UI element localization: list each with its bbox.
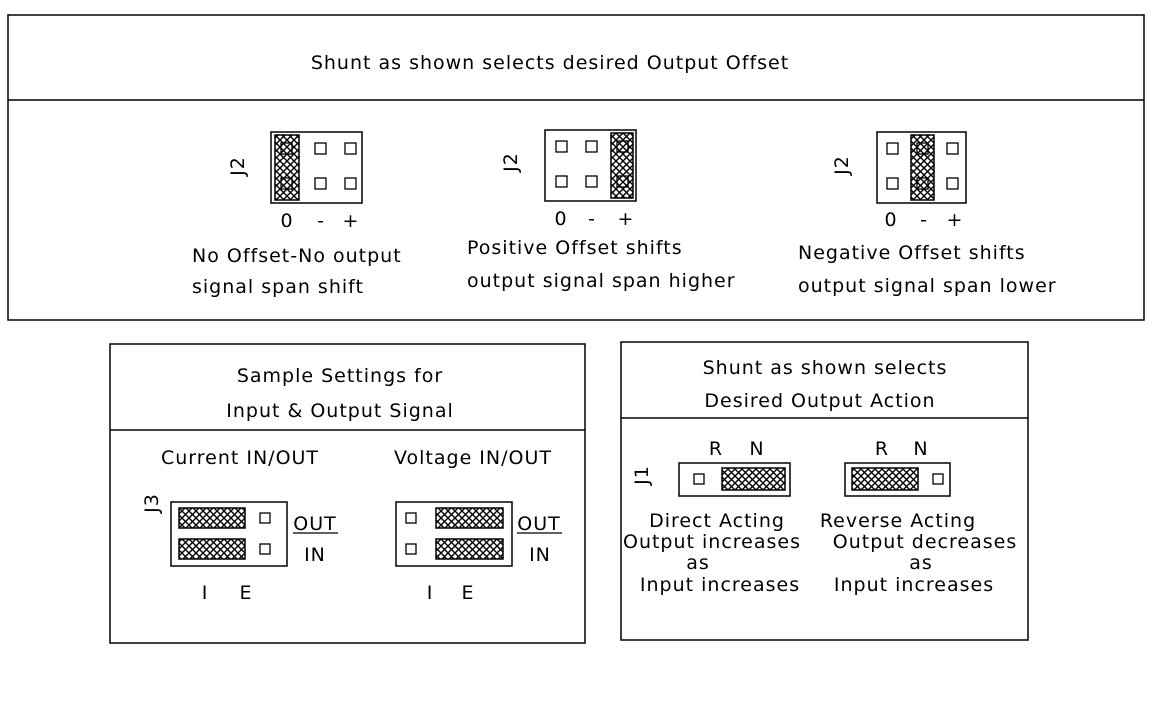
current-label: Current IN/OUT xyxy=(161,447,319,469)
j2-positive-offset: J2 0 - + Positive Offset shifts output s… xyxy=(467,129,736,292)
j1-direct: J1 R N Direct Acting Output increases as… xyxy=(623,438,801,596)
pin xyxy=(314,142,327,155)
out-label: OUT xyxy=(293,513,336,535)
pin xyxy=(555,140,568,153)
caption-line1: Negative Offset shifts xyxy=(798,242,1026,264)
in-label: IN xyxy=(529,544,551,566)
reverse-line3: as xyxy=(909,552,933,574)
reverse-line1: Reverse Acting xyxy=(820,510,976,532)
pin xyxy=(344,142,357,155)
signal-title-line2: Input & Output Signal xyxy=(226,400,454,422)
out-label: OUT xyxy=(517,513,560,535)
pin-label-minus: - xyxy=(588,208,596,230)
caption-line1: No Offset-No output xyxy=(192,245,402,267)
reverse-line4: Input increases xyxy=(834,574,994,596)
pin-label-e: E xyxy=(461,582,474,604)
signal-panel: Sample Settings for Input & Output Signa… xyxy=(109,343,586,644)
j1-reverse: R N Reverse Acting Output decreases as I… xyxy=(820,438,1017,596)
j2-no-offset: J2 0 - + No Offset-No output signal span… xyxy=(192,131,402,298)
jumper-label: J2 xyxy=(500,152,522,173)
pin xyxy=(280,177,293,190)
jumper-body xyxy=(678,462,791,497)
direct-line1: Direct Acting xyxy=(649,510,785,532)
action-panel: Shunt as shown selects Desired Output Ac… xyxy=(620,341,1029,641)
action-title-line1: Shunt as shown selects xyxy=(703,357,948,379)
offset-panel-frame xyxy=(7,14,1145,321)
pin-label-e: E xyxy=(239,582,252,604)
direct-line3: as xyxy=(686,552,710,574)
jumper-label: J3 xyxy=(141,493,163,514)
direct-line2: Output increases xyxy=(623,531,801,553)
in-label: IN xyxy=(304,544,326,566)
shunt xyxy=(721,467,786,491)
shunt xyxy=(178,507,246,529)
jumper-body xyxy=(395,501,513,567)
pin xyxy=(693,473,705,485)
pin-label-r: R xyxy=(709,438,723,460)
pin-label-zero: 0 xyxy=(884,209,897,231)
pin xyxy=(616,175,629,188)
pin xyxy=(555,175,568,188)
pin-label-zero: 0 xyxy=(280,210,293,232)
shunt xyxy=(851,467,919,491)
jumper-body xyxy=(544,129,637,202)
shunt xyxy=(435,538,504,560)
pin xyxy=(916,142,929,155)
shunt xyxy=(178,538,246,560)
jumper-body xyxy=(270,131,363,204)
jumper-label: J1 xyxy=(631,465,653,486)
voltage-label: Voltage IN/OUT xyxy=(394,447,552,469)
pin-label-plus: + xyxy=(947,209,964,231)
reverse-line2: Output decreases xyxy=(833,531,1017,553)
j3-voltage: OUT IN I E xyxy=(395,501,562,604)
pin xyxy=(344,177,357,190)
pin xyxy=(585,140,598,153)
pin xyxy=(405,512,417,524)
caption-line2: output signal span higher xyxy=(467,270,736,292)
pin-label-n: N xyxy=(913,438,928,460)
pin xyxy=(886,142,899,155)
signal-title-line1: Sample Settings for xyxy=(237,365,443,387)
pin xyxy=(585,175,598,188)
pin xyxy=(259,543,271,555)
jumper-body xyxy=(170,501,288,567)
action-title-line2: Desired Output Action xyxy=(704,390,935,412)
action-panel-frame xyxy=(620,341,1029,641)
pin-label-plus: + xyxy=(618,208,635,230)
pin xyxy=(314,177,327,190)
pin-label-minus: - xyxy=(317,210,325,232)
pin xyxy=(616,140,629,153)
pin xyxy=(916,177,929,190)
jumper-label: J2 xyxy=(831,155,853,176)
jumper-label: J2 xyxy=(227,156,249,177)
pin-label-i: I xyxy=(427,582,434,604)
pin-label-plus: + xyxy=(343,210,360,232)
jumper-body xyxy=(876,131,967,204)
signal-panel-frame xyxy=(109,343,586,644)
direct-line4: Input increases xyxy=(640,574,800,596)
pin-label-i: I xyxy=(202,582,209,604)
pin-label-zero: 0 xyxy=(554,208,567,230)
shunt xyxy=(435,507,504,529)
pin xyxy=(946,142,959,155)
pin xyxy=(280,142,293,155)
pin-label-minus: - xyxy=(920,209,928,231)
j3-current: J3 OUT IN I E xyxy=(141,493,338,604)
caption-line2: signal span shift xyxy=(192,276,364,298)
caption-line2: output signal span lower xyxy=(798,275,1057,297)
pin xyxy=(946,177,959,190)
j2-negative-offset: J2 0 - + Negative Offset shifts output s… xyxy=(798,131,1057,297)
pin-label-n: N xyxy=(749,438,764,460)
pin xyxy=(405,543,417,555)
offset-panel: Shunt as shown selects desired Output Of… xyxy=(7,14,1145,321)
pin-label-r: R xyxy=(875,438,889,460)
caption-line1: Positive Offset shifts xyxy=(467,237,683,259)
jumper-body xyxy=(844,462,951,497)
pin xyxy=(886,177,899,190)
pin xyxy=(259,512,271,524)
pin xyxy=(932,473,944,485)
offset-panel-title: Shunt as shown selects desired Output Of… xyxy=(311,52,789,74)
